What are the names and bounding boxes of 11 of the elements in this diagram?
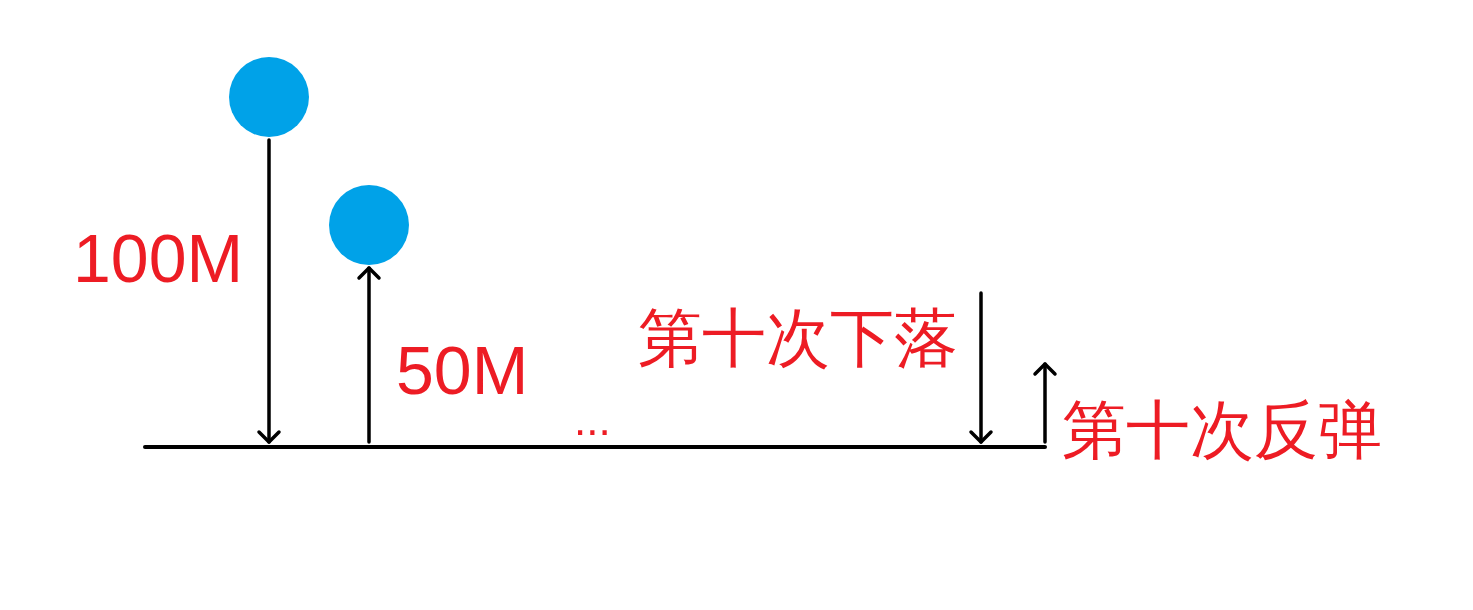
arrow bbox=[357, 266, 381, 444]
caption-text: 第十次反弹 bbox=[1062, 398, 1382, 462]
caption-text: 第十次下落 bbox=[638, 306, 958, 370]
arrow bbox=[257, 138, 281, 444]
ellipsis-text: ... bbox=[574, 398, 611, 442]
ball bbox=[329, 185, 409, 265]
height-label: 100M bbox=[73, 224, 244, 292]
arrow bbox=[1033, 362, 1057, 444]
arrow bbox=[969, 291, 993, 444]
ball bbox=[229, 57, 309, 137]
height-label: 50M bbox=[396, 336, 529, 404]
